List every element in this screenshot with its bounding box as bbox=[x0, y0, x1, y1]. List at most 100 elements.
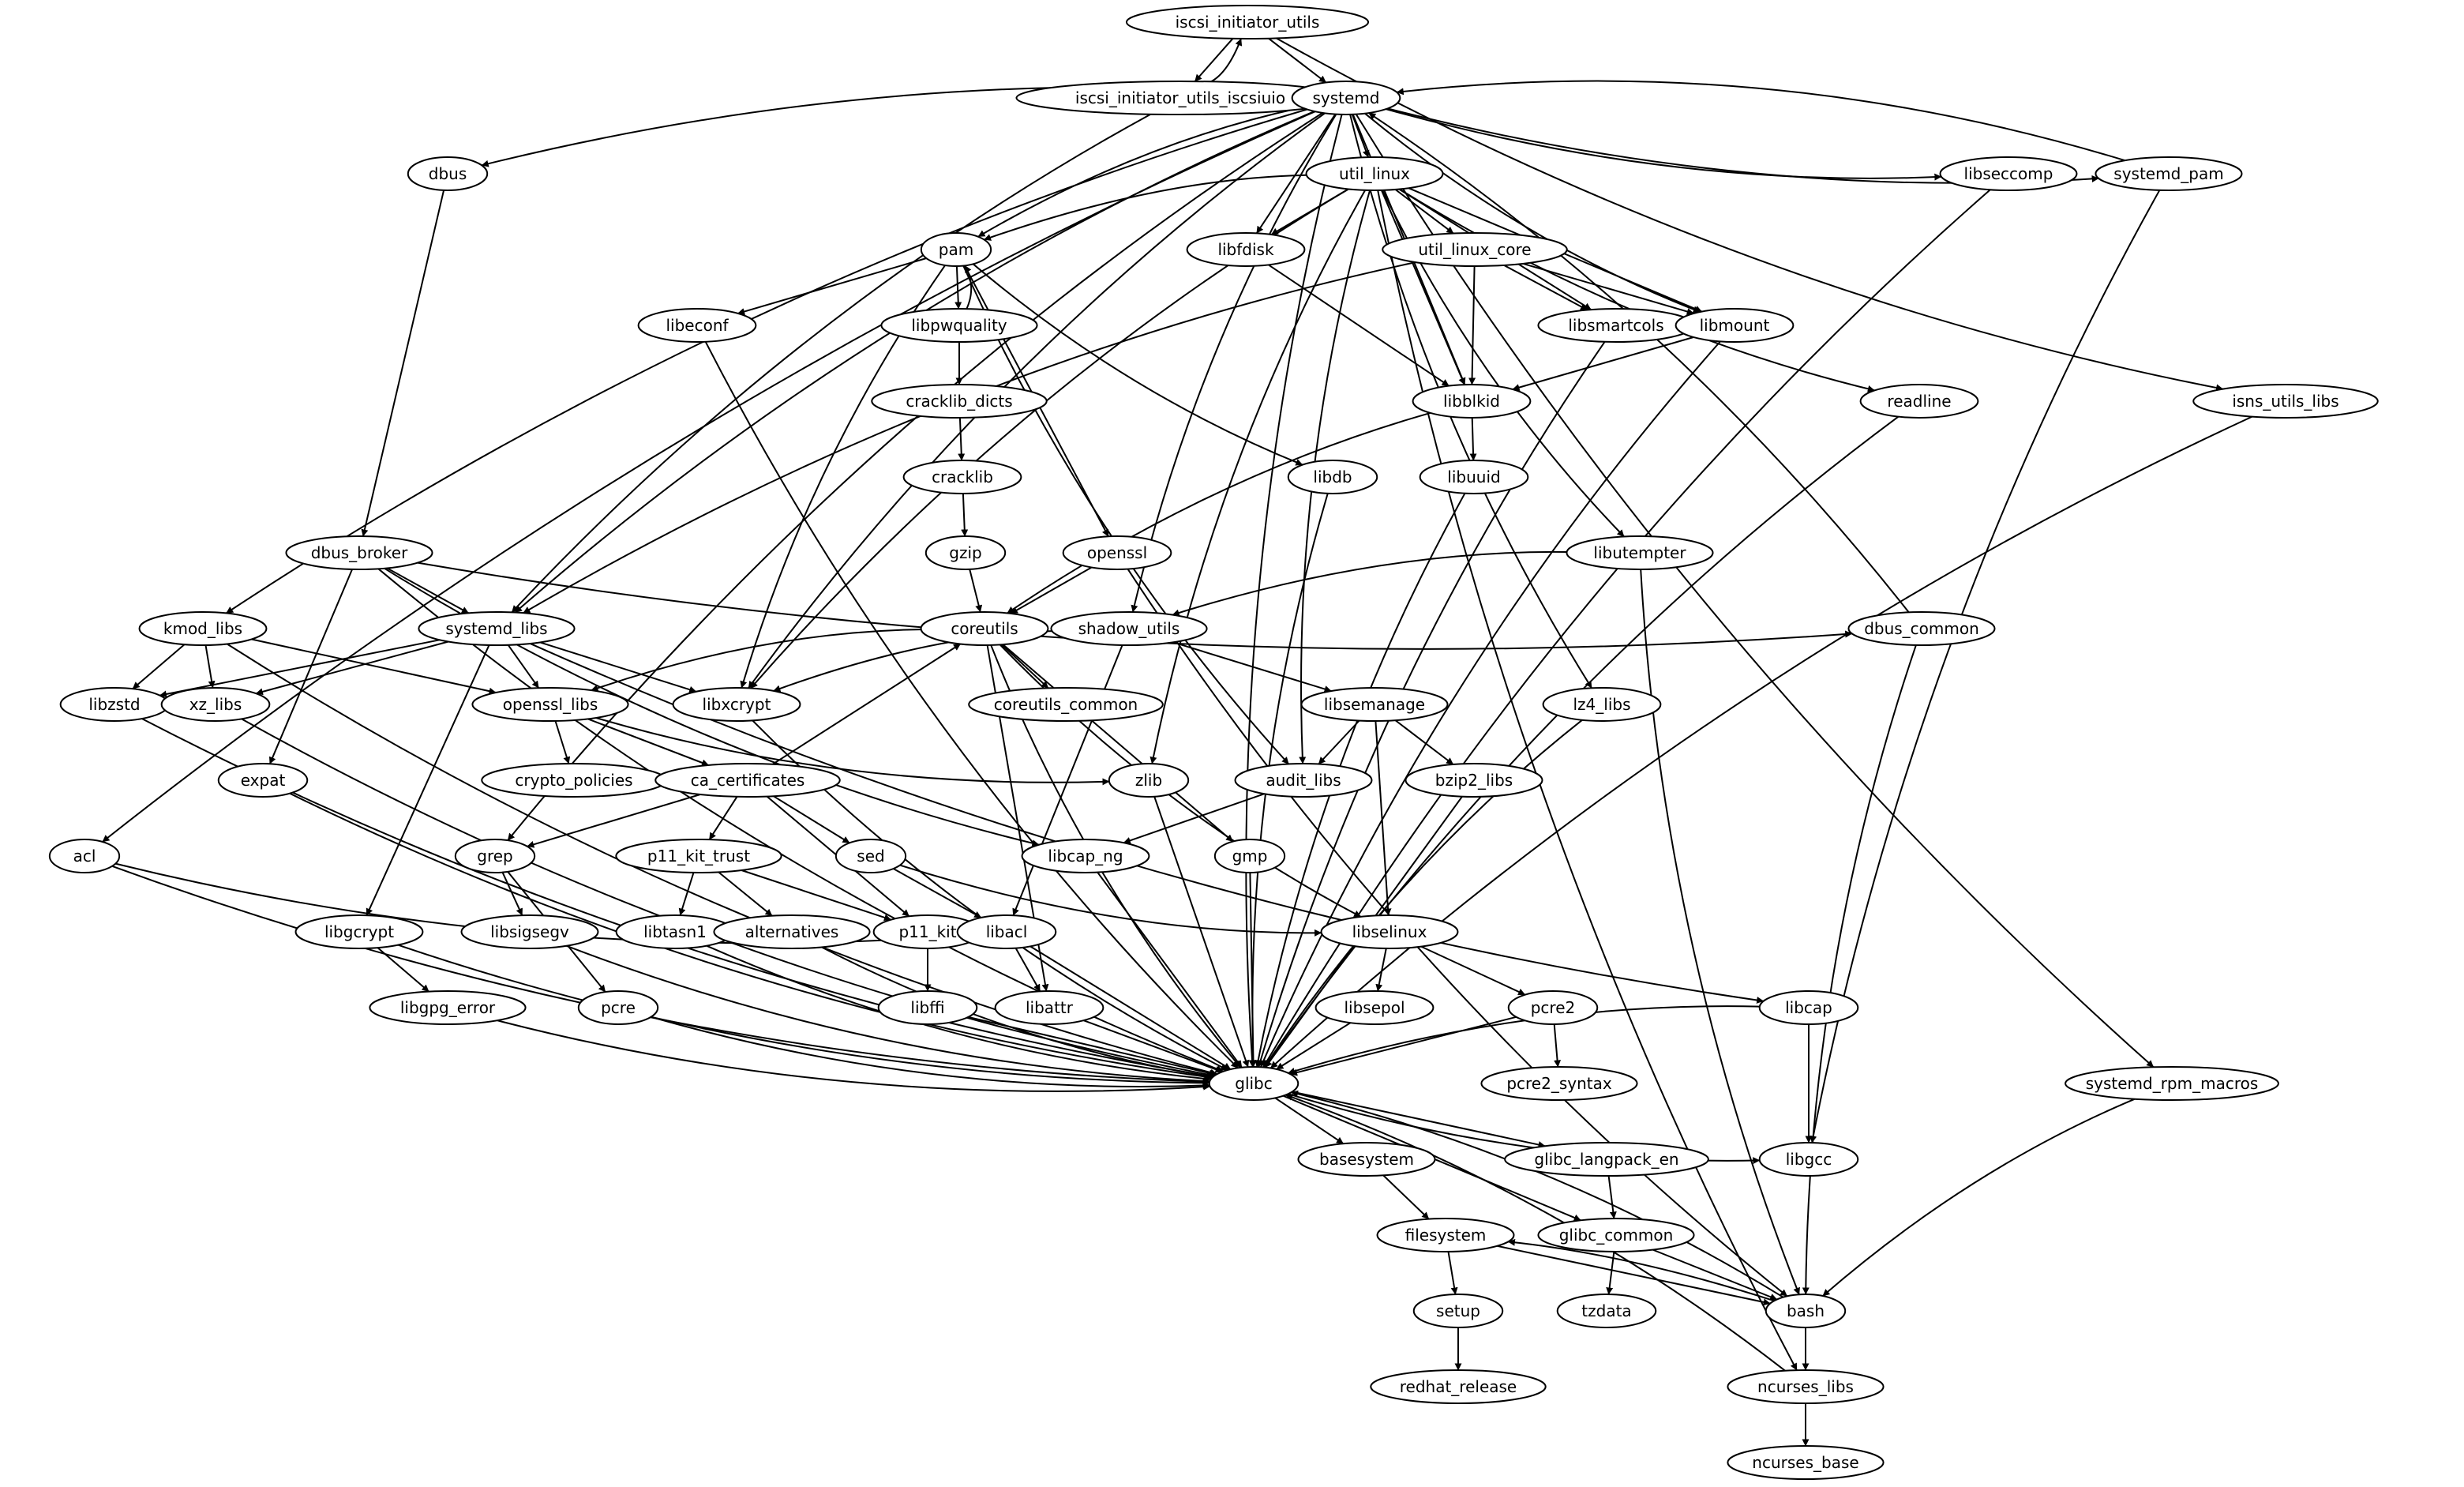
node-label: libfdisk bbox=[1217, 240, 1274, 259]
edge-line bbox=[497, 1019, 1211, 1092]
edge-line bbox=[377, 947, 429, 993]
edge-line bbox=[1210, 38, 1243, 83]
node-shape bbox=[1847, 611, 1996, 646]
node-tzdata: tzdata bbox=[1556, 1294, 1657, 1328]
node-shape bbox=[1758, 1142, 1859, 1177]
node-pcre2-syntax: pcre2_syntax bbox=[1480, 1066, 1638, 1101]
node-label: sed bbox=[857, 847, 884, 866]
edge-line bbox=[1652, 1249, 1778, 1301]
edge-systemd-to-shadow-utils bbox=[1131, 114, 1337, 613]
edge-dbus-common-to-bash bbox=[1802, 644, 1917, 1295]
edge-kmod-libs-to-xz-libs bbox=[204, 644, 216, 689]
edge-ca-certificates-to-sed bbox=[773, 795, 850, 844]
edge-libmount-to-glibc bbox=[1259, 340, 1721, 1068]
node-shape bbox=[294, 914, 424, 949]
node-shape bbox=[1291, 81, 1401, 115]
node-label: libselinux bbox=[1352, 922, 1427, 941]
edge-line bbox=[132, 644, 186, 689]
node-label: gzip bbox=[949, 543, 981, 562]
edge-glibc-langpack-en-to-glibc-common bbox=[1607, 1175, 1617, 1219]
edge-line bbox=[954, 265, 962, 310]
edge-libfdisk-to-libblkid bbox=[1268, 264, 1450, 387]
edge-line bbox=[1364, 112, 1701, 314]
edge-libgcrypt-to-libgpg-error bbox=[377, 947, 429, 993]
edge-line bbox=[748, 112, 1326, 689]
edge-line bbox=[651, 1016, 1210, 1090]
edge-kmod-libs-to-openssl-libs bbox=[251, 638, 497, 695]
edge-systemd-to-acl bbox=[102, 111, 1316, 843]
edge-util-linux-core-to-libsmartcols bbox=[1503, 265, 1588, 311]
edge-filesystem-to-setup bbox=[1447, 1251, 1458, 1295]
edge-libsemanage-to-bzip2-libs bbox=[1394, 719, 1454, 765]
node-label: libcap bbox=[1785, 998, 1832, 1017]
edge-line bbox=[1149, 190, 1367, 764]
node-shape bbox=[1480, 1066, 1638, 1101]
node-label: pcre2 bbox=[1531, 998, 1576, 1017]
node-layer: iscsi_initiator_utilsiscsi_initiator_uti… bbox=[48, 5, 2379, 1480]
node-shape bbox=[994, 990, 1104, 1025]
node-shape bbox=[577, 990, 659, 1025]
node-shape bbox=[1537, 1218, 1695, 1252]
node-shape bbox=[871, 384, 1048, 419]
node-libpwquality: libpwquality bbox=[880, 308, 1038, 343]
edge-line bbox=[501, 872, 523, 916]
node-shape bbox=[968, 687, 1164, 722]
edge-libsepol-to-glibc bbox=[1276, 1022, 1352, 1070]
node-shape bbox=[1556, 1294, 1657, 1328]
node-libblkid: libblkid bbox=[1412, 384, 1532, 419]
edge-line bbox=[397, 944, 1210, 1087]
edge-line bbox=[507, 112, 1323, 841]
edge-iscsi-initiator-utils-to-isns-utils-libs bbox=[1276, 37, 2224, 392]
edge-systemd-to-libmount bbox=[1364, 112, 1701, 314]
edge-ca-certificates-to-p11-kit-trust bbox=[708, 796, 738, 840]
node-label: readline bbox=[1887, 392, 1951, 411]
node-shape bbox=[1765, 1294, 1847, 1328]
node-libgcrypt: libgcrypt bbox=[294, 914, 424, 949]
edge-util-linux-to-ncurses-libs bbox=[1377, 190, 1798, 1371]
node-expat: expat bbox=[217, 763, 309, 798]
edge-coreutils-to-coreutils-common bbox=[1001, 644, 1049, 689]
edge-systemd-rpm-macros-to-bash bbox=[1822, 1098, 2136, 1297]
node-shape bbox=[834, 839, 907, 873]
edge-filesystem-to-bash bbox=[1497, 1245, 1771, 1306]
edge-line bbox=[1553, 1023, 1562, 1068]
node-p11-kit: p11_kit bbox=[872, 914, 983, 949]
node-shape bbox=[460, 914, 599, 949]
edge-pam-to-libpwquality bbox=[954, 265, 962, 310]
edge-libselinux-to-libsepol bbox=[1375, 948, 1387, 992]
node-libfdisk: libfdisk bbox=[1186, 232, 1306, 267]
node-systemd-rpm-macros: systemd_rpm_macros bbox=[2065, 1066, 2279, 1101]
edge-iscsi-initiator-utils-iscsiuio-to-iscsi-initiator-utils bbox=[1210, 38, 1243, 83]
node-shape bbox=[1315, 990, 1435, 1025]
node-label: kmod_libs bbox=[163, 619, 242, 638]
edge-line bbox=[1640, 569, 1800, 1295]
edge-libacl-to-libattr bbox=[1014, 948, 1041, 992]
node-label: crypto_policies bbox=[515, 771, 632, 790]
edge-line bbox=[1292, 1091, 1546, 1148]
node-label: openssl bbox=[1087, 543, 1147, 562]
node-shape bbox=[654, 763, 841, 798]
node-readline: readline bbox=[1859, 384, 1979, 419]
node-shape bbox=[713, 914, 871, 949]
node-zlib: zlib bbox=[1108, 763, 1190, 798]
edge-line bbox=[366, 644, 490, 916]
node-shape bbox=[1542, 687, 1662, 722]
edge-gzip-to-coreutils bbox=[969, 569, 983, 613]
node-label: grep bbox=[477, 847, 512, 866]
node-shape bbox=[1297, 1142, 1436, 1177]
node-shape bbox=[1405, 763, 1543, 798]
edge-line bbox=[899, 864, 1322, 937]
node-bash: bash bbox=[1765, 1294, 1847, 1328]
edge-line bbox=[539, 641, 697, 693]
node-label: libcap_ng bbox=[1048, 847, 1123, 866]
node-label: tzdata bbox=[1581, 1301, 1631, 1320]
node-shape bbox=[920, 611, 1049, 646]
edge-line bbox=[1268, 264, 1450, 387]
node-ncurses-libs: ncurses_libs bbox=[1727, 1369, 1885, 1404]
node-acl: acl bbox=[48, 839, 121, 873]
node-shape bbox=[956, 914, 1057, 949]
node-shape bbox=[615, 839, 782, 873]
node-label: libpwquality bbox=[911, 316, 1007, 335]
edge-line bbox=[1355, 114, 2155, 1068]
node-shape bbox=[1939, 156, 2078, 191]
